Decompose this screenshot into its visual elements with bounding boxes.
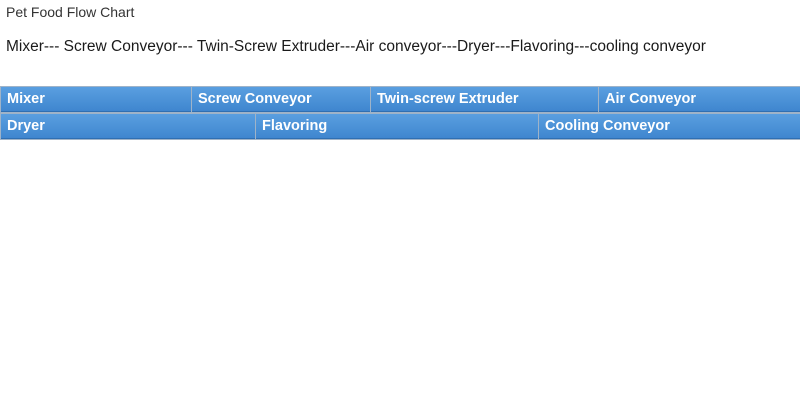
cell-mixer: Mixer xyxy=(1,86,192,113)
header-air-conveyor: Air Conveyor xyxy=(599,86,800,112)
flow-sequence: Mixer--- Screw Conveyor--- Twin-Screw Ex… xyxy=(6,38,706,55)
header-flavoring: Flavoring xyxy=(256,113,538,139)
cell-dryer: Dryer xyxy=(1,113,256,140)
page-title: Pet Food Flow Chart xyxy=(6,4,135,20)
table-row: Mixer Screw Conveyor xyxy=(1,86,800,113)
equipment-table: Mixer Screw Conveyor xyxy=(0,86,800,140)
cell-screw-conveyor: Screw Conveyor xyxy=(192,86,371,113)
cell-cooling-conveyor: Cooling Conveyor xyxy=(539,113,800,140)
cell-twin-screw-extruder: Twin-screw Extruder xyxy=(371,86,599,113)
header-screw-conveyor: Screw Conveyor xyxy=(192,86,370,112)
cell-flavoring: Flavoring xyxy=(256,113,539,140)
cell-air-conveyor: Air Conveyor xyxy=(599,86,800,113)
table-row: Dryer xyxy=(1,113,800,140)
header-dryer: Dryer xyxy=(1,113,255,139)
header-cooling-conveyor: Cooling Conveyor xyxy=(539,113,800,139)
header-mixer: Mixer xyxy=(1,86,191,112)
header-twin-screw-extruder: Twin-screw Extruder xyxy=(371,86,598,112)
